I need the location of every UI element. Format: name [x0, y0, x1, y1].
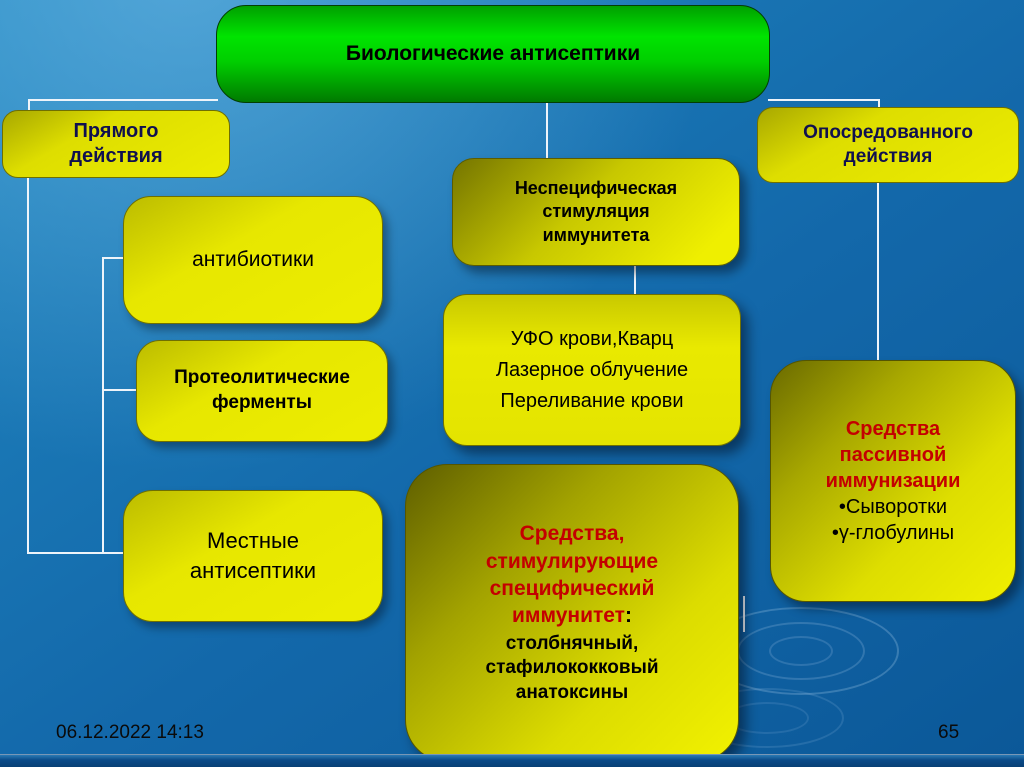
- specific-immunity-colon: :: [624, 604, 632, 628]
- connector-title-to-nonspecific-v: [546, 101, 548, 159]
- nonspecific-methods-label: УФО крови,Кварц Лазерное облучение Перел…: [495, 327, 689, 412]
- proteolytic-enzymes-box: Протеолитические ферменты: [136, 340, 388, 442]
- footer-datetime: 06.12.2022 14:13: [56, 722, 204, 743]
- connector-to-enzymes-h: [102, 389, 138, 391]
- connector-indirect-to-passive-v: [877, 180, 879, 362]
- antibiotics-label: антибиотики: [192, 248, 314, 271]
- indirect-action-box: Опосредованного действия: [757, 107, 1019, 183]
- local-antiseptics-box: Местные антисептики: [123, 490, 383, 622]
- specific-immunity-box: Средства, стимулирующие специфический им…: [405, 464, 739, 762]
- passive-immunization-box: Средства пассивной иммунизации •Сыворотк…: [770, 360, 1016, 602]
- passive-item-globulins: •γ-глобулины: [831, 522, 955, 544]
- connector-title-to-indirect-v: [878, 99, 880, 109]
- nonspecific-methods-box: УФО крови,Кварц Лазерное облучение Перел…: [443, 294, 741, 446]
- passive-immunization-highlight: Средства пассивной иммунизации: [825, 418, 961, 492]
- connector-title-to-indirect-h: [768, 99, 880, 101]
- footer-page-number: 65: [938, 722, 960, 743]
- connector-direct-inner-v: [102, 257, 104, 554]
- connector-title-to-direct-h: [28, 99, 218, 101]
- connector-direct-main-v: [27, 176, 29, 554]
- specific-immunity-detail: столбнячный, стафилококковый анатоксины: [485, 632, 659, 703]
- specific-immunity-text: Средства, стимулирующие специфический им…: [486, 520, 659, 705]
- connector-passive-stub-v: [743, 596, 745, 632]
- nonspecific-stimulation-box: Неспецифическая стимуляция иммунитета: [452, 158, 740, 266]
- specific-immunity-highlight: Средства, стимулирующие специфический им…: [485, 522, 659, 628]
- indirect-action-label: Опосредованного действия: [803, 122, 973, 167]
- direct-action-label: Прямого действия: [69, 120, 163, 167]
- nonspecific-stimulation-label: Неспецифическая стимуляция иммунитета: [514, 177, 678, 245]
- ripple-watermark: [769, 636, 833, 666]
- passive-immunization-items: •Сыворотки •γ-глобулины: [832, 494, 954, 546]
- local-antiseptics-label: Местные антисептики: [189, 528, 317, 583]
- connector-title-to-direct-v: [28, 99, 30, 112]
- passive-item-serums: •Сыворотки: [838, 496, 948, 518]
- proteolytic-enzymes-label: Протеолитические ферменты: [174, 367, 350, 413]
- bottom-bar: [0, 754, 1024, 767]
- connector-nonspecific-to-methods-v: [634, 263, 636, 296]
- direct-action-box: Прямого действия: [2, 110, 230, 178]
- connector-direct-to-local-h: [27, 552, 125, 554]
- connector-to-antibiotics-h: [102, 257, 125, 259]
- title-box: Биологические антисептики: [216, 5, 770, 103]
- slide-title: Биологические антисептики: [345, 42, 641, 65]
- antibiotics-box: антибиотики: [123, 196, 383, 324]
